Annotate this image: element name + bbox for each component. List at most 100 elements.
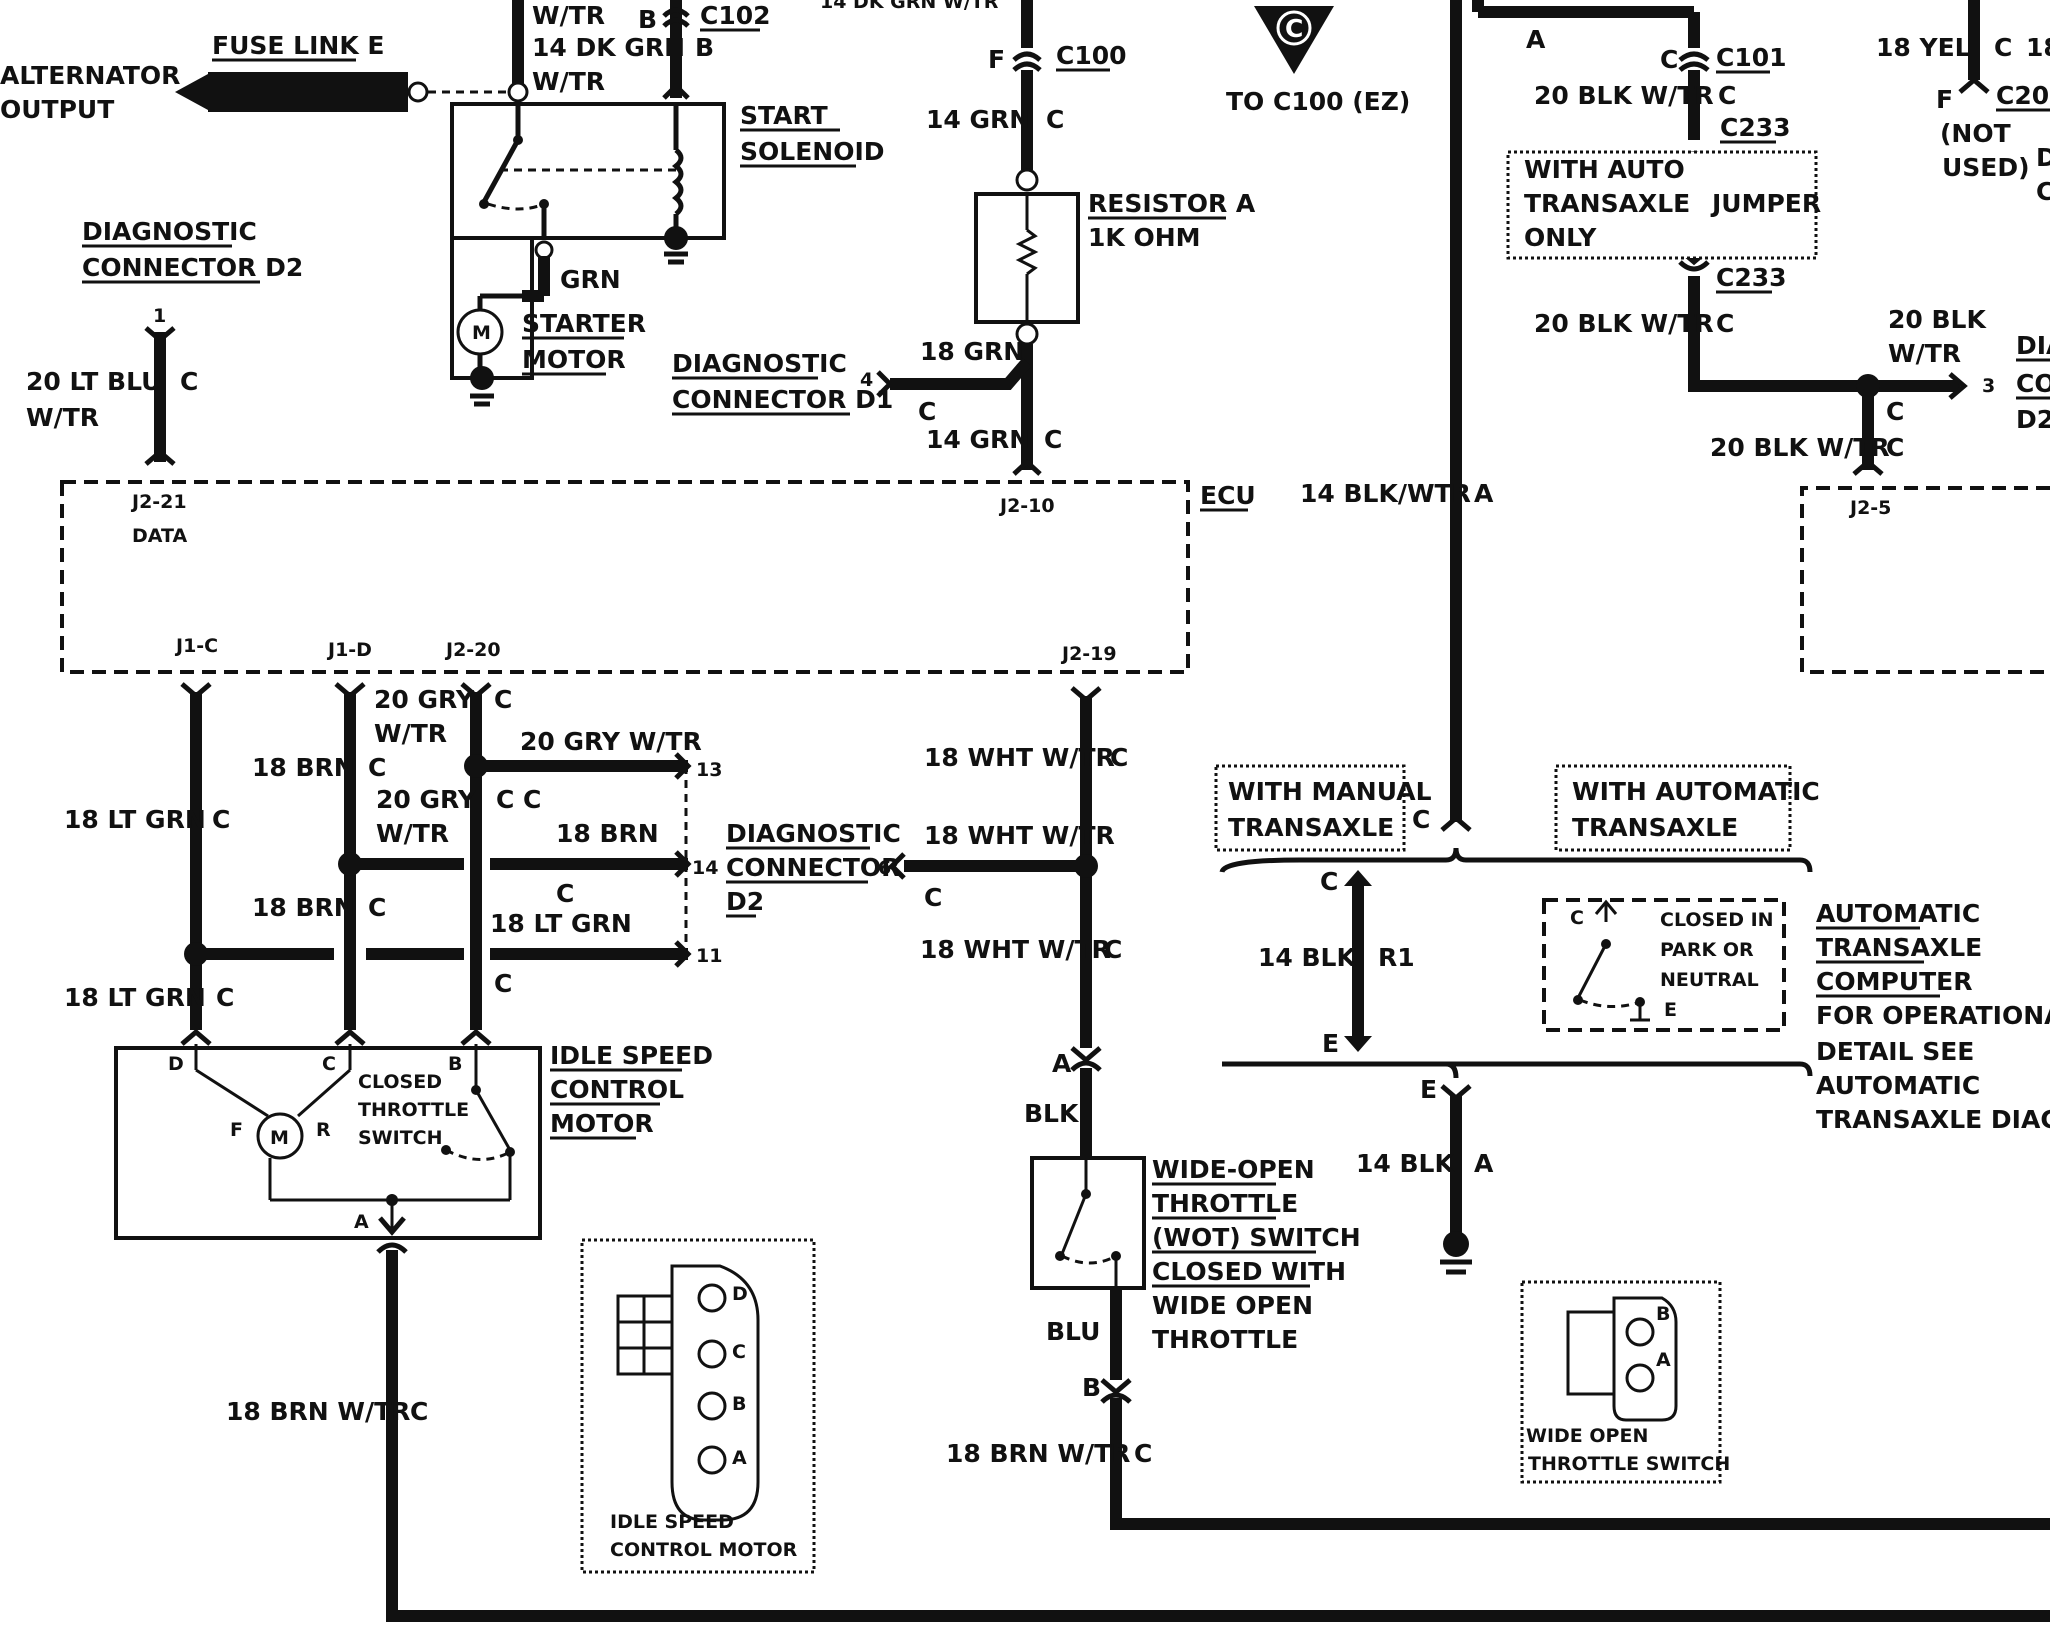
lower-left-wires: 18 LT GRN C 18 LT GRN C 18 BRN C 18 BRN …: [64, 682, 722, 1030]
starter-motor-label-1: STARTER: [522, 309, 646, 338]
c-wht-3: C: [1104, 935, 1122, 964]
isc-conn-c: C: [732, 1341, 746, 1363]
isc-motor-box: [114, 1046, 542, 1240]
c201-section: 18 YEL C 18 F C201 (NOT USED) D C: [1876, 0, 2050, 206]
wot-label-2: THROTTLE: [1152, 1189, 1298, 1218]
ecu-pin-j2-20: J2-20: [444, 639, 501, 661]
ecu-box: [60, 480, 1190, 674]
ground-point: [1443, 1231, 1469, 1257]
c201-pin-f: F: [1936, 85, 1953, 114]
wire-label-20-blk: 20 BLK: [1888, 305, 1987, 334]
wire-label-18-brn-wtr-2: 18 BRN W/TR: [946, 1439, 1130, 1468]
isc-motor-symbol: [256, 1112, 304, 1160]
ecu-pin-j1-c: J1-C: [174, 635, 218, 657]
diag-d1-label-2: CONNECTOR D1: [672, 385, 893, 414]
pin-6-label: 6: [878, 857, 891, 879]
diag-right-label-3: D2: [2016, 405, 2050, 434]
park-neutral-switch-box: [1542, 898, 1786, 1032]
park-pin-c: C: [1570, 907, 1584, 929]
ecu-pin-j2-5: J2-5: [1848, 497, 1891, 519]
resistor-a-label-1: RESISTOR A: [1088, 189, 1256, 218]
wire-label-20-gry-3: 20 GRY: [376, 785, 477, 814]
isc-pin-a: A: [354, 1211, 369, 1233]
jumper-label: JUMPER: [1710, 189, 1821, 218]
a-blkwtr: A: [1474, 479, 1494, 508]
wot-section: 18 WHT W/TR C 18 WHT W/TR 18 WHT W/TR C …: [888, 686, 2050, 1530]
diag-d2-top-label-1: DIAGNOSTIC: [82, 217, 257, 246]
c-brn-2: C: [368, 893, 386, 922]
pin-13-label: 13: [696, 759, 722, 781]
wire-label-20-blk-wtr-2: 20 BLK W/TR: [1534, 309, 1714, 338]
wire-label-20-blk-wtr-3: 20 BLK W/TR: [1710, 433, 1890, 462]
isc-motor-section: M D C B F R A CLOSED THROTTLE SWITCH IDL…: [114, 1028, 2050, 1622]
not-used-label-1: (NOT: [1940, 119, 2011, 148]
to-c100-marker: C TO C100 (EZ): [1226, 6, 1410, 116]
closed-in-park-1: CLOSED IN: [1660, 909, 1774, 931]
c-ltgrn-1: C: [212, 805, 230, 834]
diag-d2-top-label-2: CONNECTOR D2: [82, 253, 303, 282]
isc-motor-m: M: [270, 1127, 289, 1149]
c-ltgrn-h: C: [556, 879, 574, 908]
a-gnd: A: [1474, 1149, 1494, 1178]
closed-in-park-2: PARK OR: [1660, 939, 1754, 961]
fuse-link-e: [208, 72, 408, 112]
wire-label-20-gry-wtr: 20 GRY W/TR: [520, 727, 702, 756]
wire-label-20-gry-4: W/TR: [376, 819, 449, 848]
with-auto-note: [1506, 150, 1818, 260]
closed-throttle-label-1: CLOSED: [358, 1071, 442, 1093]
e-r1-bot: E: [1322, 1029, 1339, 1058]
c-1: C: [1718, 81, 1736, 110]
wire-label-14-grn-bot: 14 GRN: [926, 425, 1030, 454]
wire-label-18-brn-1: 18 BRN: [252, 753, 355, 782]
wire-label-wtr-2: W/TR: [532, 67, 605, 96]
c100-pin-f: F: [988, 45, 1005, 74]
auto-note-6: AUTOMATIC: [1816, 1071, 1980, 1100]
wire-label-18-wht-wtr-3: 18 WHT W/TR: [920, 935, 1111, 964]
c-manual: C: [1412, 805, 1430, 834]
wire-label-18-wht-wtr-1: 18 WHT W/TR: [924, 743, 1115, 772]
r1-label: R1: [1378, 943, 1415, 972]
c102-pin-b-right: B: [695, 33, 714, 62]
diag-d1-label-1: DIAGNOSTIC: [672, 349, 847, 378]
with-manual-label-2: TRANSAXLE: [1228, 813, 1394, 842]
fuse-link-label: FUSE LINK E: [212, 31, 384, 60]
pin-11-label: 11: [696, 945, 722, 967]
cc-label: C C: [496, 785, 541, 814]
isc-caption-2: CONTROL MOTOR: [610, 1539, 798, 1561]
with-auto-label-3: ONLY: [1524, 223, 1597, 252]
c-gry: C: [494, 685, 512, 714]
closed-in-park-3: NEUTRAL: [1660, 969, 1759, 991]
c100-label: C100: [1056, 41, 1127, 70]
c233-top-label: C233: [1720, 113, 1791, 142]
wire-label-18-lt-grn-2: 18 LT GRN: [64, 983, 206, 1012]
diag-right-label-1: DIA: [2016, 331, 2050, 360]
wot-connector-view: B A WIDE OPEN THROTTLE SWITCH: [1520, 1280, 1730, 1484]
alternator-output-label-2: OUTPUT: [0, 95, 114, 124]
c-brnwtr-2: C: [1134, 1439, 1152, 1468]
c-r1-top: C: [1320, 867, 1338, 896]
ecu-right-box: [1800, 486, 2050, 674]
c-d1: C: [918, 397, 936, 426]
isc-connector-view: D C B A IDLE SPEED CONTROL MOTOR: [580, 1238, 816, 1574]
e-ground: E: [1420, 1075, 1437, 1104]
alternator-section: ALTERNATOR OUTPUT FUSE LINK E W/TR 14 DK…: [0, 0, 999, 407]
isc-motor-label-3: MOTOR: [550, 1109, 654, 1138]
pin-4-label: 4: [860, 369, 873, 391]
c102-pin-b-left: B: [638, 5, 657, 34]
with-auto-label-1: WITH AUTO: [1524, 155, 1685, 184]
isc-pin-d: D: [168, 1053, 184, 1075]
to-c100-label: TO C100 (EZ): [1226, 87, 1410, 116]
c233-bot-label: C233: [1716, 263, 1787, 292]
diag-d2-top-section: DIAGNOSTIC CONNECTOR D2 1 20 LT BLU W/TR…: [26, 217, 303, 466]
c-d2: C: [924, 883, 942, 912]
wire-label-14-blk-gnd: 14 BLK: [1356, 1149, 1455, 1178]
with-auto-label-2: TRANSAXLE: [1524, 189, 1690, 218]
c-gry-2: C: [494, 969, 512, 998]
wire-label-blk: BLK: [1024, 1099, 1080, 1128]
ecu-section: J2-21 DATA J2-10 ECU J1-C J1-D J2-20 J2-…: [60, 480, 1256, 674]
isc-pin-b: B: [448, 1053, 462, 1075]
diag-d2-mid-label-1: DIAGNOSTIC: [726, 819, 901, 848]
pin-3-label: 3: [1982, 375, 1995, 397]
transaxle-bracket-bottom: [1222, 1061, 1813, 1077]
